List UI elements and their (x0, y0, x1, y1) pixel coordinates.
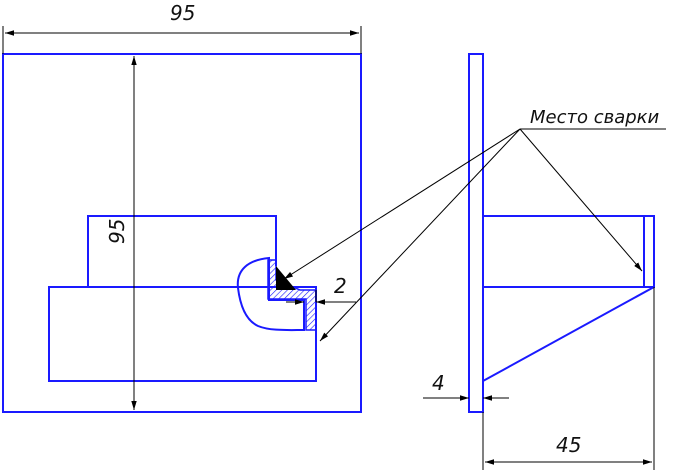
side-plate-outline (468, 53, 484, 413)
upper-bracket-outline (87, 215, 277, 287)
hatched-section (267, 259, 317, 331)
leader-to-side-weld (519, 128, 643, 272)
plate-height-label: 95 (105, 219, 129, 244)
plate-thickness-label: 4 (432, 371, 445, 395)
bracket-depth-label: 45 (556, 433, 581, 457)
leader-to-front-gap (319, 128, 521, 342)
weld-gap-label: 2 (334, 274, 347, 298)
front-view-dimensions (2, 26, 362, 410)
side-view-dimensions (423, 287, 655, 470)
base-plate-outline (2, 53, 362, 413)
weld-zone-outline (236, 256, 305, 332)
plate-width-label: 95 (170, 1, 195, 25)
leader-to-front-weld (283, 128, 521, 280)
side-bracket-outline (483, 215, 655, 288)
weld-location-label: Место сварки (530, 107, 660, 128)
gusset-diagonal (482, 286, 655, 382)
lower-bracket-outline (48, 286, 317, 382)
front-view (2, 53, 362, 413)
weld-leaders (283, 128, 666, 342)
side-view (468, 53, 655, 413)
